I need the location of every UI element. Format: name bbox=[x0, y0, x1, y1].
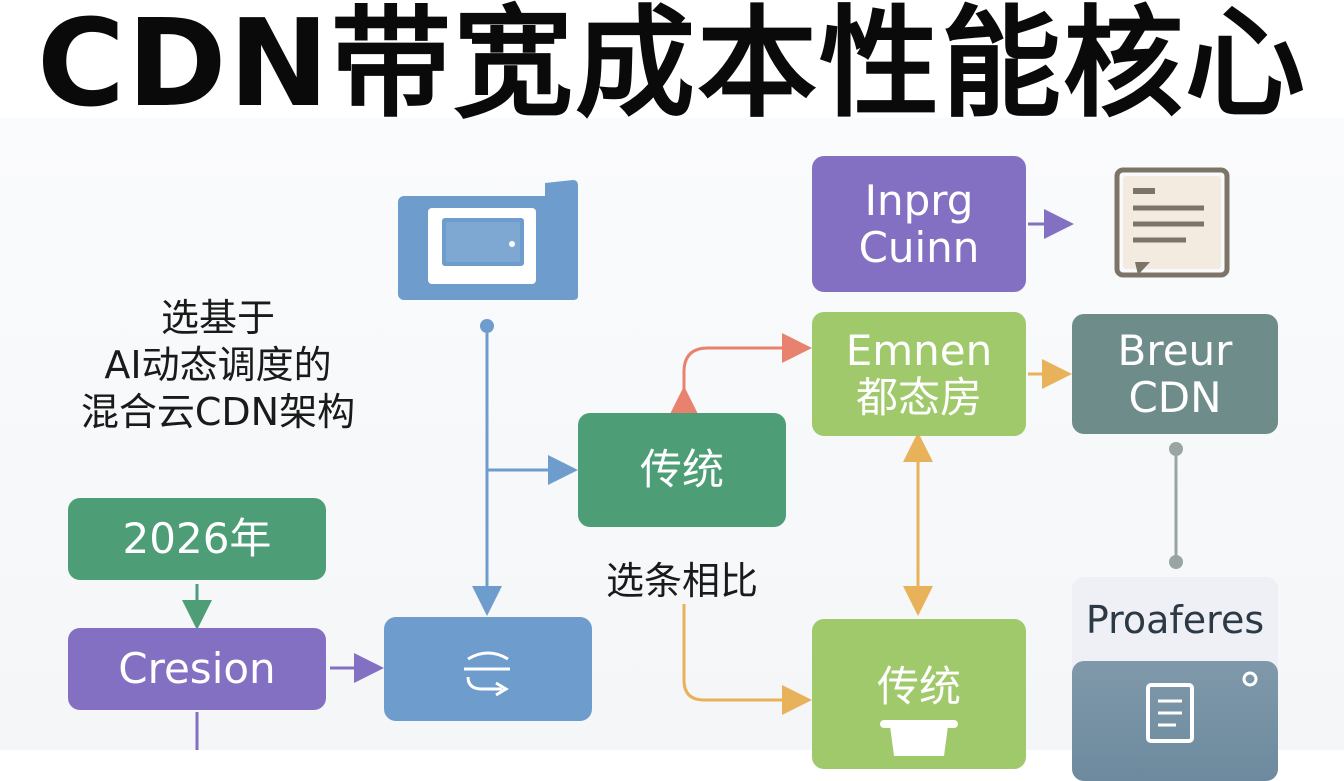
breur-connector bbox=[1169, 442, 1183, 569]
side-caption-line-1: 选基于 bbox=[160, 296, 275, 340]
inprg-line-2: Cuinn bbox=[858, 223, 980, 272]
traditional-label: 传统 bbox=[639, 445, 724, 495]
breur-box[interactable]: Breur CDN bbox=[1072, 314, 1278, 434]
emnen-box[interactable]: Emnen 都态房 bbox=[812, 312, 1026, 436]
cresion-box[interactable]: Cresion bbox=[68, 628, 326, 710]
blue-logo-box[interactable] bbox=[384, 617, 592, 721]
phone-icon bbox=[1146, 671, 1258, 743]
connector-layer bbox=[182, 167, 1230, 750]
emnen-line-1: Emnen bbox=[845, 325, 993, 375]
traditional-box[interactable]: 传统 bbox=[578, 413, 786, 527]
proaferes-label: Proaferes bbox=[1085, 598, 1265, 642]
bottom-traditional-box[interactable]: 传统 bbox=[812, 619, 1026, 769]
breur-line-2: CDN bbox=[1128, 373, 1222, 422]
monitor-connector bbox=[472, 319, 502, 616]
year-label: 2026年 bbox=[122, 514, 272, 564]
proaferes-device[interactable] bbox=[1072, 661, 1278, 781]
cresion-label: Cresion bbox=[118, 644, 276, 694]
page-title: CDN带宽成本性能核心 bbox=[36, 0, 1308, 134]
dot-icon bbox=[1242, 671, 1258, 687]
side-caption-line-2: AI动态调度的 bbox=[104, 343, 332, 388]
inprg-line-1: Inprg bbox=[864, 175, 974, 225]
compare-label: 选条相比 bbox=[605, 559, 758, 603]
arrow-compare-bottom bbox=[682, 604, 812, 715]
proaferes-card[interactable]: Proaferes bbox=[1072, 577, 1278, 781]
side-caption-line-3: 混合云CDN架构 bbox=[80, 390, 356, 435]
bottom-traditional-label: 传统 bbox=[876, 662, 961, 711]
inprg-box[interactable]: Inprg Cuinn bbox=[812, 156, 1026, 292]
monitor-icon bbox=[398, 180, 578, 300]
cup-icon bbox=[880, 720, 958, 757]
document-icon bbox=[1114, 167, 1230, 278]
arrow-traditional-emnen bbox=[669, 333, 812, 416]
side-caption: 选基于 AI动态调度的 混合云CDN架构 bbox=[58, 295, 378, 436]
breur-line-1: Breur bbox=[1117, 325, 1233, 375]
year-box[interactable]: 2026年 bbox=[68, 498, 326, 580]
logo-glyph-icon bbox=[464, 651, 510, 697]
emnen-line-2: 都态房 bbox=[855, 373, 982, 422]
